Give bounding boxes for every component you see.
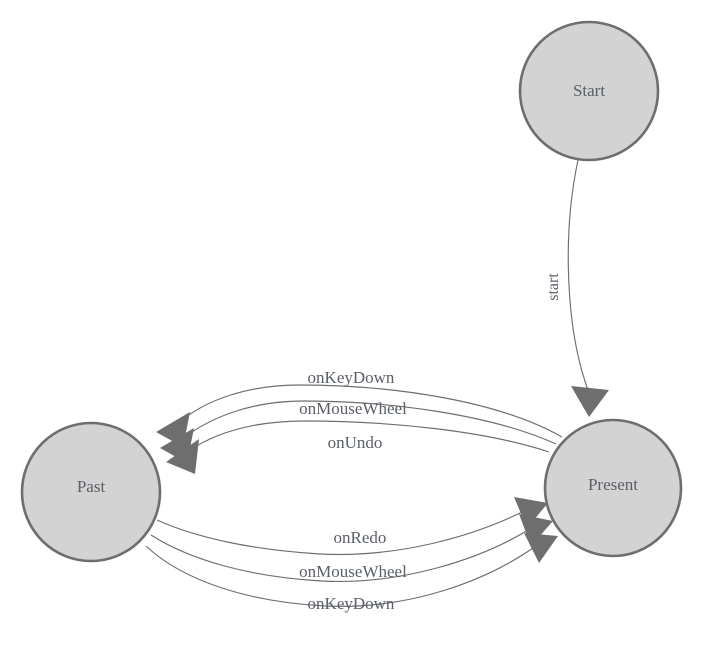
node-present[interactable]: Present — [543, 418, 683, 558]
edge-present-to-past-onmousewheel-path — [180, 400, 557, 445]
edge-label-start: start — [545, 273, 562, 301]
edge-label-past-present-onredo: onRedo — [334, 528, 387, 547]
edge-present-to-past-onkeydown-path — [176, 384, 563, 438]
edge-past-to-present-onkeydown-arrowhead — [524, 533, 558, 563]
edge-past-to-present-onredo-arrowhead — [514, 497, 548, 528]
edge-present-to-past-onundo[interactable]: onUndo — [166, 420, 550, 474]
node-start[interactable]: Start — [518, 20, 660, 162]
node-past[interactable]: Past — [20, 421, 162, 563]
edge-present-to-past-onundo-arrowhead — [166, 439, 199, 474]
edge-label-past-present-onmousewheel: onMouseWheel — [299, 562, 407, 581]
node-past-label: Past — [77, 477, 106, 496]
edge-start-to-present[interactable]: start — [545, 159, 609, 417]
node-start-circle — [518, 20, 660, 162]
edge-past-to-present-onkeydown-path — [145, 542, 541, 607]
edge-label-present-past-onkeydown: onKeyDown — [308, 368, 395, 387]
node-present-circle — [543, 418, 683, 558]
node-present-label: Present — [588, 475, 638, 494]
edge-past-to-present-onkeydown[interactable]: onKeyDown — [145, 533, 558, 613]
edge-past-to-present-onredo-path — [156, 508, 529, 556]
node-past-circle — [20, 421, 162, 563]
edge-label-present-past-onundo: onUndo — [328, 433, 383, 452]
edge-label-past-present-onkeydown: onKeyDown — [308, 594, 395, 613]
edge-present-to-past-onundo-path — [186, 420, 550, 453]
edge-label-present-past-onmousewheel: onMouseWheel — [299, 399, 407, 418]
edge-past-to-present-onmousewheel-path — [150, 526, 534, 582]
edge-past-to-present-onredo[interactable]: onRedo — [156, 497, 548, 556]
edge-start-to-present-path — [567, 159, 589, 391]
edge-past-to-present-onmousewheel[interactable]: onMouseWheel — [150, 514, 553, 582]
node-start-label: Start — [573, 81, 605, 100]
edge-past-to-present-onmousewheel-arrowhead — [519, 514, 553, 546]
edge-present-to-past-onmousewheel[interactable]: onMouseWheel — [160, 399, 557, 463]
edge-start-to-present-arrowhead — [571, 386, 609, 417]
